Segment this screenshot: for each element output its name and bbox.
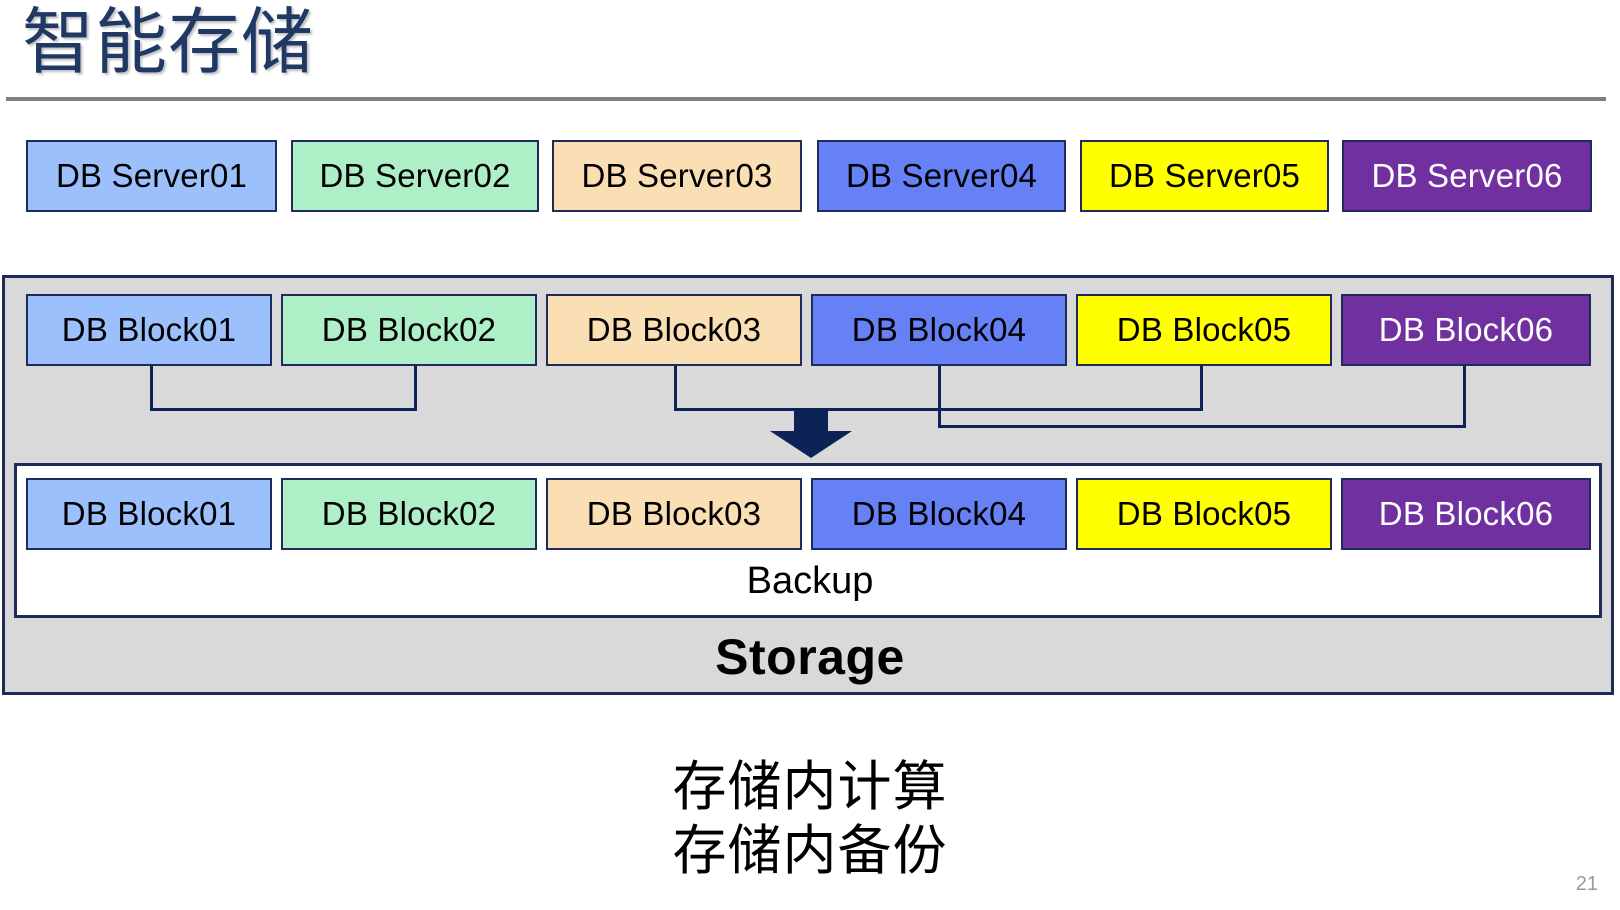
db-server-box-6[interactable]: DB Server06 — [1342, 140, 1592, 212]
bracket-block03-block05-right-stem — [1200, 366, 1203, 408]
db-block-primary-box-1[interactable]: DB Block01 — [26, 294, 272, 366]
title-divider — [6, 97, 1606, 101]
db-block-backup-box-1[interactable]: DB Block01 — [26, 478, 272, 550]
bracket-block04-block06-left-stem — [938, 366, 941, 425]
db-server-box-1[interactable]: DB Server01 — [26, 140, 277, 212]
db-block-backup-box-4[interactable]: DB Block04 — [811, 478, 1067, 550]
backup-box — [14, 463, 1602, 618]
db-block-primary-box-2[interactable]: DB Block02 — [281, 294, 537, 366]
storage-label: Storage — [715, 629, 905, 685]
bracket-block04-block06-right-stem — [1463, 366, 1466, 425]
bracket-block03-block05-left-stem — [674, 366, 677, 408]
db-block-backup-box-3[interactable]: DB Block03 — [546, 478, 802, 550]
page-number: 21 — [1575, 873, 1598, 895]
down-arrow-icon — [756, 408, 866, 458]
db-block-backup-box-5[interactable]: DB Block05 — [1076, 478, 1332, 550]
bracket-block01-block02-left-stem — [150, 366, 153, 408]
db-block-backup-box-6[interactable]: DB Block06 — [1341, 478, 1591, 550]
bracket-block01-block02-right-stem — [414, 366, 417, 408]
db-block-primary-box-5[interactable]: DB Block05 — [1076, 294, 1332, 366]
db-server-box-4[interactable]: DB Server04 — [817, 140, 1066, 212]
db-block-primary-box-6[interactable]: DB Block06 — [1341, 294, 1591, 366]
page-title: 智能存储 — [22, 3, 315, 83]
db-server-box-5[interactable]: DB Server05 — [1080, 140, 1329, 212]
db-block-primary-box-4[interactable]: DB Block04 — [811, 294, 1067, 366]
caption-line-2: 存储内备份 — [672, 821, 948, 881]
bracket-block01-block02-crossbar — [150, 408, 417, 411]
db-block-backup-box-2[interactable]: DB Block02 — [281, 478, 537, 550]
caption-line-1: 存储内计算 — [672, 757, 948, 817]
db-block-primary-box-3[interactable]: DB Block03 — [546, 294, 802, 366]
bracket-block04-block06-crossbar — [938, 425, 1466, 428]
db-server-box-3[interactable]: DB Server03 — [552, 140, 802, 212]
db-server-box-2[interactable]: DB Server02 — [291, 140, 539, 212]
backup-label: Backup — [746, 560, 874, 602]
